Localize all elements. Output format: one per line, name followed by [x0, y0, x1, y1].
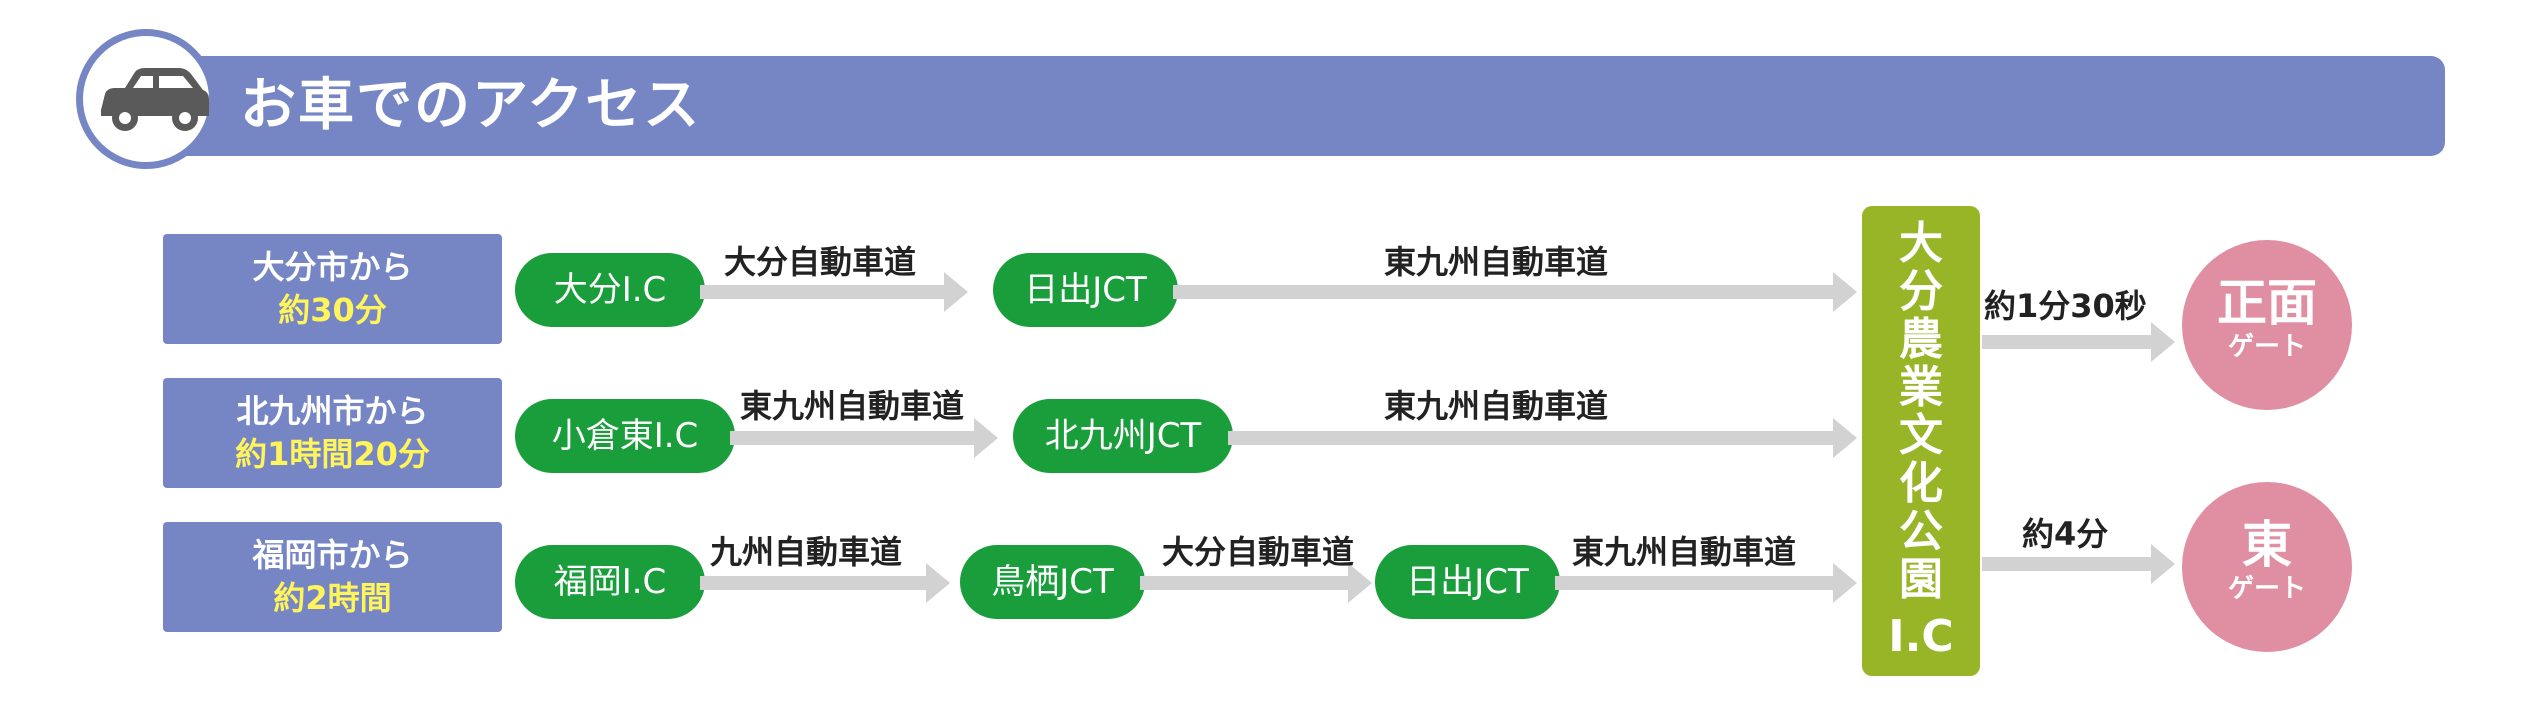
destination-char: 公 — [1899, 506, 1943, 557]
destination-char: 業 — [1899, 362, 1943, 413]
route-arrow — [1228, 418, 1857, 458]
gate-front: 正面 ゲート — [2182, 240, 2352, 410]
gate-time: 約4分 — [2022, 515, 2109, 553]
car-icon-badge — [76, 29, 216, 169]
node-tosu-jct: 鳥栖JCT — [960, 545, 1145, 619]
node-fukuoka-ic: 福岡I.C — [515, 545, 705, 619]
route-arrow — [1555, 563, 1857, 603]
node-kitakyushu-jct: 北九州JCT — [1013, 399, 1233, 473]
gate-east: 東 ゲート — [2182, 482, 2352, 652]
road-label: 東九州自動車道 — [1384, 387, 1609, 425]
destination-char: 分 — [1899, 266, 1943, 317]
origin-name: 大分市から — [252, 248, 413, 286]
destination-char: 園 — [1899, 554, 1943, 605]
gate-arrow — [1982, 322, 2175, 362]
route-arrow — [730, 418, 998, 458]
destination-char: 文 — [1899, 410, 1943, 461]
section-title: お車でのアクセス — [240, 73, 702, 138]
node-kokurahigashi-ic: 小倉東I.C — [515, 399, 735, 473]
route-arrow — [1140, 563, 1372, 603]
route-arrow — [1173, 272, 1857, 312]
node-hiji-jct: 日出JCT — [993, 253, 1178, 327]
origin-time: 約1時間20分 — [235, 435, 430, 473]
section-header-bar — [150, 56, 2445, 156]
gate-arrow — [1982, 544, 2175, 584]
road-label: 東九州自動車道 — [1572, 533, 1797, 571]
gate-sub: ゲート — [2227, 574, 2306, 604]
gate-name: 東 — [2242, 516, 2292, 574]
origin-oita: 大分市から 約30分 — [163, 234, 502, 344]
origin-kitakyushu: 北九州市から 約1時間20分 — [163, 378, 502, 488]
node-oita-ic: 大分I.C — [515, 253, 705, 327]
origin-name: 北九州市から — [236, 392, 429, 430]
origin-time: 約30分 — [278, 291, 387, 329]
car-icon — [101, 68, 209, 131]
road-label: 大分自動車道 — [724, 243, 917, 281]
route-arrow — [700, 563, 950, 603]
road-label: 東九州自動車道 — [740, 387, 965, 425]
destination-char: 化 — [1899, 458, 1943, 509]
node-hiji-jct-2: 日出JCT — [1375, 545, 1560, 619]
destination-char: 農 — [1899, 314, 1943, 365]
origin-name: 福岡市から — [252, 536, 413, 574]
road-label: 大分自動車道 — [1162, 533, 1355, 571]
route-arrow — [700, 272, 968, 312]
gate-sub: ゲート — [2227, 332, 2306, 362]
destination-char: 大 — [1899, 218, 1943, 269]
road-label: 九州自動車道 — [710, 533, 903, 571]
destination-ic: 大 分 農 業 文 化 公 園 I.C — [1862, 206, 1980, 676]
origin-time: 約2時間 — [273, 579, 392, 617]
road-label: 東九州自動車道 — [1384, 243, 1609, 281]
origin-fukuoka: 福岡市から 約2時間 — [163, 522, 502, 632]
gate-name: 正面 — [2217, 274, 2317, 332]
gate-time: 約1分30秒 — [1984, 287, 2147, 325]
destination-suffix: I.C — [1888, 611, 1954, 662]
